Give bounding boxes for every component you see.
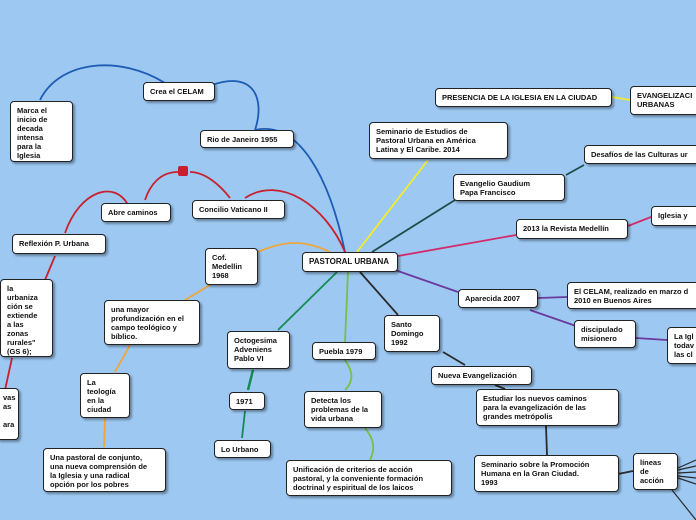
link-aparecida-discipulado <box>529 309 577 327</box>
node-evangelio-gaudium[interactable]: Evangelio Gaudium Papa Francisco <box>453 174 565 201</box>
node-presencia[interactable]: PRESENCIA DE LA IGLESIA EN LA CIUDAD <box>435 88 612 107</box>
link-teologia-conjunto <box>103 417 106 448</box>
concilio-marker <box>178 166 188 176</box>
node-crea-celam[interactable]: Crea el CELAM <box>143 82 215 101</box>
node-abre-caminos[interactable]: Abre caminos <box>101 203 171 222</box>
link-center-rio <box>254 128 346 253</box>
node-lineas-accion[interactable]: líneas de acción <box>633 453 678 490</box>
node-left-fragment[interactable]: vas as ara <box>0 388 19 440</box>
link-estudiar-seminario93 <box>545 425 548 456</box>
node-mayor-profundizacion[interactable]: una mayor profundización en el campo teo… <box>104 300 200 345</box>
node-concilio[interactable]: Concilio Vaticano II <box>192 200 285 219</box>
link-mayor-teologia <box>114 344 131 373</box>
node-seminario-2014[interactable]: Seminario de Estudios de Pastoral Urbana… <box>369 122 508 159</box>
link-crea-celam-marca <box>39 64 166 101</box>
link-seminario93-lineas <box>617 470 634 475</box>
link-nueva-estudiar <box>494 384 506 390</box>
link-revista-iglesia-y <box>627 216 652 227</box>
link-puebla-detecta <box>344 359 353 391</box>
node-celam-2010[interactable]: El CELAM, realizado en marzo d 2010 en B… <box>567 282 696 309</box>
link-center-seminario14 <box>356 159 429 253</box>
link-reflexion-urbanizacion <box>44 255 56 281</box>
link-cof-mayor <box>184 284 211 301</box>
link-center-aparecida <box>394 269 459 293</box>
link-octogesima-1971 <box>246 369 255 391</box>
node-desafios[interactable]: Desafíos de las Culturas ur <box>584 145 696 164</box>
node-detecta[interactable]: Detecta los problemas de la vida urbana <box>304 391 382 428</box>
link-detecta-unificacion <box>364 427 375 461</box>
link-discipulado-la-iglesia <box>635 337 668 341</box>
link-aparecida-celam2010 <box>537 296 568 299</box>
node-1971[interactable]: 1971 <box>229 392 265 410</box>
central-topic[interactable]: PASTORAL URBANA <box>302 252 398 272</box>
link-rio-crea-celam <box>211 80 260 131</box>
link-center-gaudium <box>371 199 456 253</box>
link-gaudium-desafios <box>565 164 585 176</box>
link-abre-reflexion <box>64 190 129 234</box>
link-urbanizacion-left <box>4 357 13 391</box>
node-marca[interactable]: Marca el inicio de decada intensa para l… <box>10 101 73 162</box>
node-unificacion[interactable]: Unificación de criterios de acción pasto… <box>286 460 452 496</box>
link-1971-urbano <box>241 410 246 439</box>
link-center-octogesima <box>277 271 338 331</box>
node-teologia-ciudad[interactable]: La teología en la ciudad <box>80 373 130 418</box>
node-lo-urbano[interactable]: Lo Urbano <box>214 440 271 458</box>
node-reflexion[interactable]: Reflexión P. Urbana <box>12 234 106 254</box>
link-marker-abre <box>144 171 179 201</box>
node-cof-medellin[interactable]: Cof. Medellin 1968 <box>205 248 258 285</box>
node-santo-domingo[interactable]: Santo Domingo 1992 <box>384 315 440 352</box>
node-estudiar[interactable]: Estudiar los nuevos caminos para la evan… <box>476 389 619 426</box>
node-urbanizacion[interactable]: la urbaniza ción se extiende a las zonas… <box>0 279 53 357</box>
node-nueva-evangelizacion[interactable]: Nueva Evangelización <box>431 366 532 385</box>
node-la-iglesia[interactable]: La Igl todav las cl <box>667 327 696 364</box>
node-aparecida[interactable]: Aparecida 2007 <box>458 289 538 308</box>
node-octogesima[interactable]: Octogesima Adveniens Pablo VI <box>227 331 290 369</box>
link-center-cof <box>257 242 331 253</box>
link-concilio-marker <box>189 171 231 199</box>
link-center-revista <box>397 234 517 257</box>
link-center-concilio <box>244 189 346 253</box>
node-revista-medellin[interactable]: 2013 la Revista Medellín <box>516 219 628 239</box>
link-center-santo <box>359 271 399 316</box>
link-santo-nueva <box>442 351 466 366</box>
node-evangelizacion-urbanas[interactable]: EVANGELIZACI URBANAS <box>630 86 696 115</box>
link-presencia-evangelizacion <box>611 96 631 101</box>
node-discipulado[interactable]: discipulado misionero <box>574 320 636 348</box>
node-seminario-1993[interactable]: Seminario sobre la Promoción Humana en l… <box>474 455 619 492</box>
node-rio[interactable]: Rio de Janeiro 1955 <box>200 130 294 148</box>
node-iglesia-y[interactable]: Iglesia y <box>651 206 696 226</box>
node-pastoral-conjunto[interactable]: Una pastoral de conjunto, una nueva comp… <box>43 448 166 492</box>
node-puebla[interactable]: Puebla 1979 <box>312 342 376 360</box>
link-lineas-branches <box>671 459 696 520</box>
link-center-puebla <box>344 271 349 343</box>
